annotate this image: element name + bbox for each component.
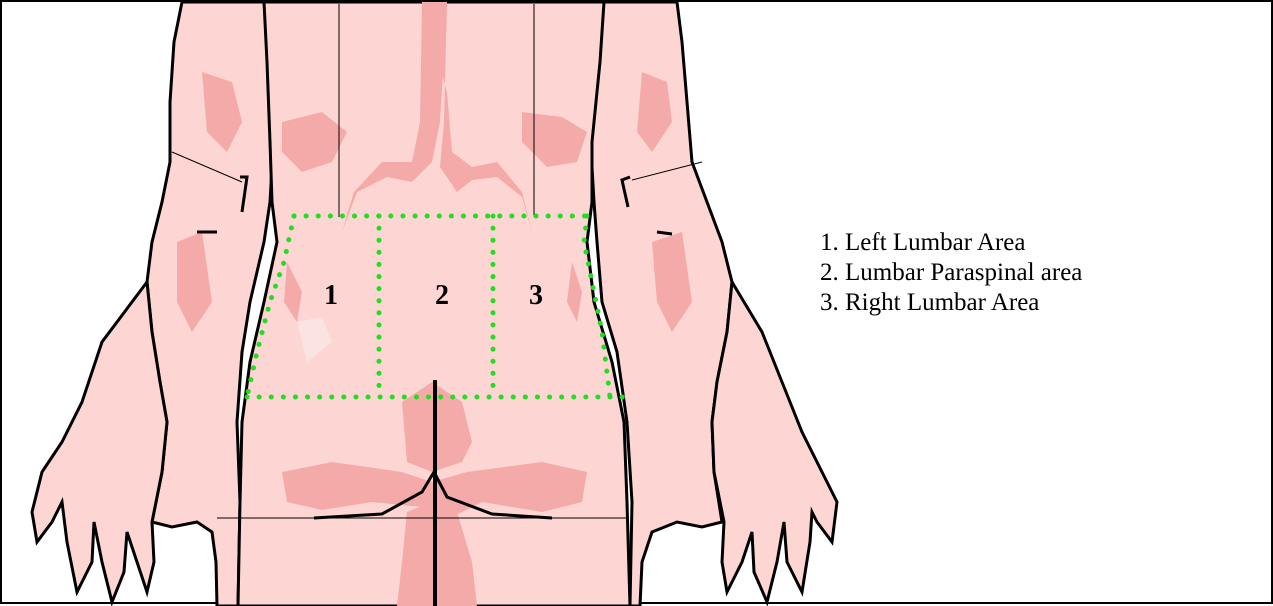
right-hand — [712, 282, 837, 602]
legend-item-left-lumbar: 1. Left Lumbar Area — [820, 228, 1082, 258]
legend-item-right-lumbar: 3. Right Lumbar Area — [820, 288, 1082, 318]
left-hand — [32, 282, 167, 602]
region-number-1: 1 — [324, 280, 338, 311]
legend-item-lumbar-paraspinal: 2. Lumbar Paraspinal area — [820, 258, 1082, 288]
region-number-2: 2 — [435, 280, 449, 311]
region-number-3: 3 — [529, 280, 543, 311]
region-legend: 1. Left Lumbar Area 2. Lumbar Paraspinal… — [820, 228, 1082, 318]
